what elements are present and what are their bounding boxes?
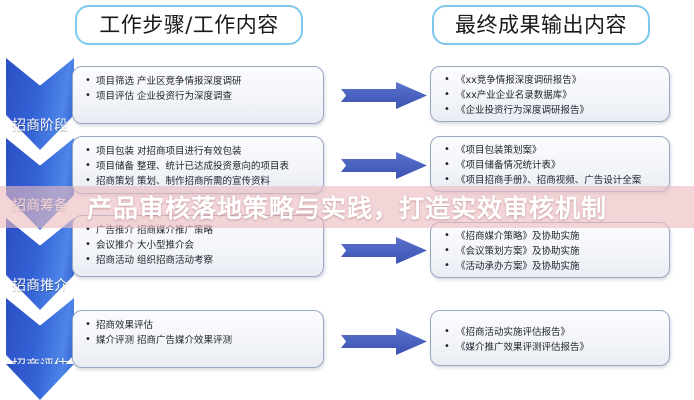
list-item: 《招商媒介策略》及协助实施 (443, 228, 659, 244)
list-item: 《活动承办方案》及协助实施 (443, 258, 659, 274)
stage-chevron-1: 招商阶段 (6, 57, 74, 150)
chevron-down-icon (6, 218, 74, 310)
list-item: 《会议策划方案》及协助实施 (443, 243, 659, 259)
stage-chevron-2: 招商筹备 (6, 137, 74, 230)
list-item: 项目评估 企业投资行为深度调查 (85, 88, 313, 104)
steps-card-2: 项目包装 对招商项目进行有效包装 项目储备 整理、统计已达成投资意向的项目表 招… (72, 136, 324, 194)
list-item: 《项目招商手册》、招商视频、广告设计全案 (443, 172, 659, 188)
header-right-title: 最终成果输出内容 (432, 5, 650, 45)
header-left-title: 工作步骤/工作内容 (75, 5, 303, 45)
list-item: 项目筛选 产业区竞争情报深度调研 (85, 73, 313, 89)
list-item: 广告推介 招商媒介推广策略 (85, 222, 313, 238)
list-item: 《xx竞争情报深度调研报告》 (443, 72, 659, 88)
list-item: 招商策划 策划、制作招商所需的宣传资料 (85, 173, 313, 189)
arrow-right-icon-1 (341, 82, 427, 109)
outputs-card-2: 《项目包装策划案》 《项目储备情况统计表》 《项目招商手册》、招商视频、广告设计… (430, 136, 670, 192)
chevron-down-icon (6, 138, 74, 230)
arrow-right-icon-4 (341, 328, 427, 355)
outputs-card-4: 《招商活动实施评估报告》 《媒介推广效果评测评估报告》 (430, 310, 670, 366)
stage-label-2: 招商筹备 (12, 197, 68, 214)
stage-chevron-column: 招商阶段 招商筹备 招商推介 招商评估 (6, 57, 74, 400)
list-item: 《企业投资行为深度调研报告》 (443, 102, 659, 118)
list-item: 招商效果评估 (85, 317, 313, 333)
list-item: 项目包装 对招商项目进行有效包装 (85, 143, 313, 159)
arrow-right-icon-3 (341, 237, 427, 264)
list-item: 会议推介 大小型推介会 (85, 237, 313, 253)
list-item: 项目储备 整理、统计已达成投资意向的项目表 (85, 158, 313, 174)
outputs-card-1: 《xx竞争情报深度调研报告》 《xx产业企业名录数据库》 《企业投资行为深度调研… (430, 66, 670, 122)
stage-label-1: 招商阶段 (12, 117, 68, 134)
arrow-right-icon-2 (341, 152, 427, 179)
list-item: 招商活动 组织招商活动考察 (85, 252, 313, 268)
list-item: 《xx产业企业名录数据库》 (443, 87, 659, 103)
steps-card-1: 项目筛选 产业区竞争情报深度调研 项目评估 企业投资行为深度调查 (72, 66, 324, 124)
list-item: 《项目包装策划案》 (443, 142, 659, 158)
list-item: 《媒介推广效果评测评估报告》 (443, 339, 659, 355)
list-item: 媒介评测 招商广告媒介效果评测 (85, 332, 313, 348)
list-item: 《项目储备情况统计表》 (443, 157, 659, 173)
stage-chevron-3: 招商推介 (6, 217, 74, 310)
steps-card-3: 广告推介 招商媒介推广策略 会议推介 大小型推介会 招商活动 组织招商活动考察 (72, 215, 324, 277)
steps-card-4: 招商效果评估 媒介评测 招商广告媒介效果评测 (72, 310, 324, 368)
outputs-card-3: 《招商媒介策略》及协助实施 《会议策划方案》及协助实施 《活动承办方案》及协助实… (430, 222, 670, 278)
stage-label-3: 招商推介 (12, 277, 68, 294)
chevron-down-icon (6, 58, 74, 150)
list-item: 《招商活动实施评估报告》 (443, 324, 659, 340)
